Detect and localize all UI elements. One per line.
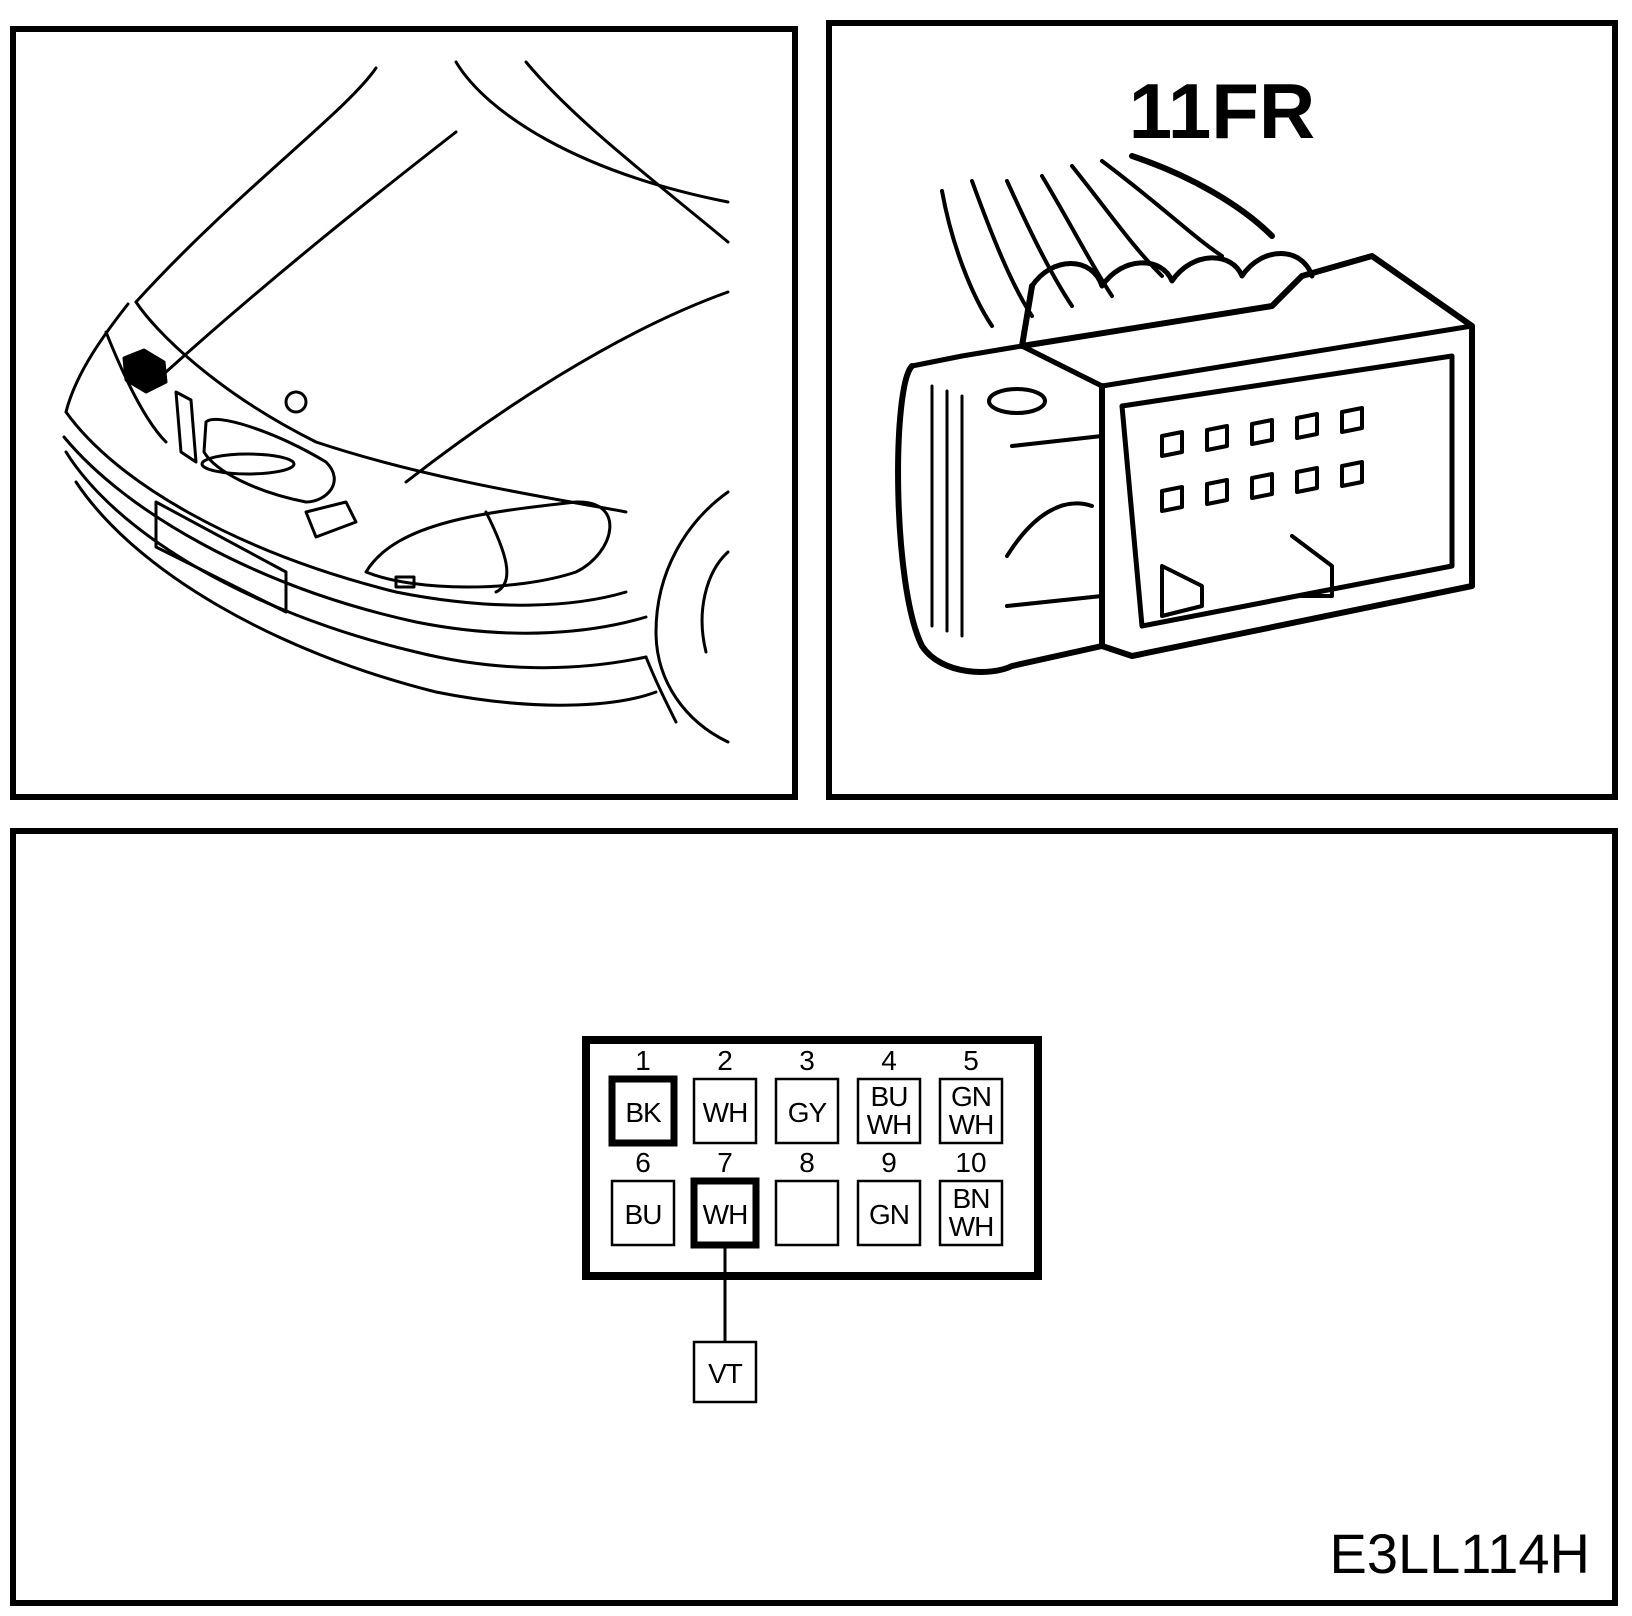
pin-cavity [856, 1179, 922, 1247]
pin-number: 10 [955, 1147, 986, 1178]
wire-color-code: GY [788, 1097, 828, 1128]
pin-number: 8 [799, 1147, 815, 1178]
pin-number: 6 [635, 1147, 651, 1178]
vehicle-front-drawing [62, 60, 730, 744]
pin-cavity [774, 1077, 840, 1145]
branch-box [692, 1340, 758, 1404]
pin-6: 6BU [610, 1147, 676, 1247]
pin-cavity [610, 1179, 676, 1247]
pin-cavity [692, 1077, 758, 1145]
location-marker-icon [122, 348, 168, 394]
wire-color-code: GN [951, 1081, 991, 1112]
pin-cavity [938, 1077, 1004, 1145]
pin-cavity [608, 1075, 678, 1147]
pin-cavity [774, 1179, 840, 1247]
wire-color-code: BU [625, 1199, 662, 1230]
figure-reference: E3LL114H [1329, 1522, 1590, 1585]
connector-illustration-panel: 11FR [826, 20, 1618, 800]
pin-3: 3GY [774, 1045, 840, 1145]
wire-color-code: GN [869, 1199, 909, 1230]
wire-color-code: WH [703, 1097, 748, 1128]
wire-color-code: BK [625, 1097, 662, 1128]
connector-face-outline [582, 1036, 1042, 1280]
wire-color-code: WH [949, 1109, 994, 1140]
pin-cavity [690, 1177, 760, 1249]
connector-id: 11FR [1128, 67, 1316, 155]
pin-number: 2 [717, 1045, 733, 1076]
branch-color-code: VT [708, 1358, 743, 1389]
pin-number: 4 [881, 1045, 897, 1076]
pin-number: 1 [635, 1045, 651, 1076]
vehicle-location-panel [10, 26, 798, 800]
wire-color-code: BN [953, 1183, 990, 1214]
branch-wire: VT [692, 1245, 758, 1404]
pin-number: 5 [963, 1045, 979, 1076]
wire-color-code: WH [703, 1199, 748, 1230]
pin-number: 7 [717, 1147, 733, 1178]
pin-1: 1BK [608, 1045, 678, 1147]
pin-2: 2WH [692, 1045, 758, 1145]
wire-color-code: WH [867, 1109, 912, 1140]
pin-9: 9GN [856, 1147, 922, 1247]
pin-number: 3 [799, 1045, 815, 1076]
pin-7: 7WH [690, 1147, 760, 1249]
connector-drawing [895, 153, 1475, 675]
pin-cavity [938, 1179, 1004, 1247]
pin-8: 8 [774, 1147, 840, 1247]
wire-color-code: WH [949, 1211, 994, 1242]
wire-color-code: BU [871, 1081, 908, 1112]
pin-cavity [856, 1077, 922, 1145]
pin-number: 9 [881, 1147, 897, 1178]
